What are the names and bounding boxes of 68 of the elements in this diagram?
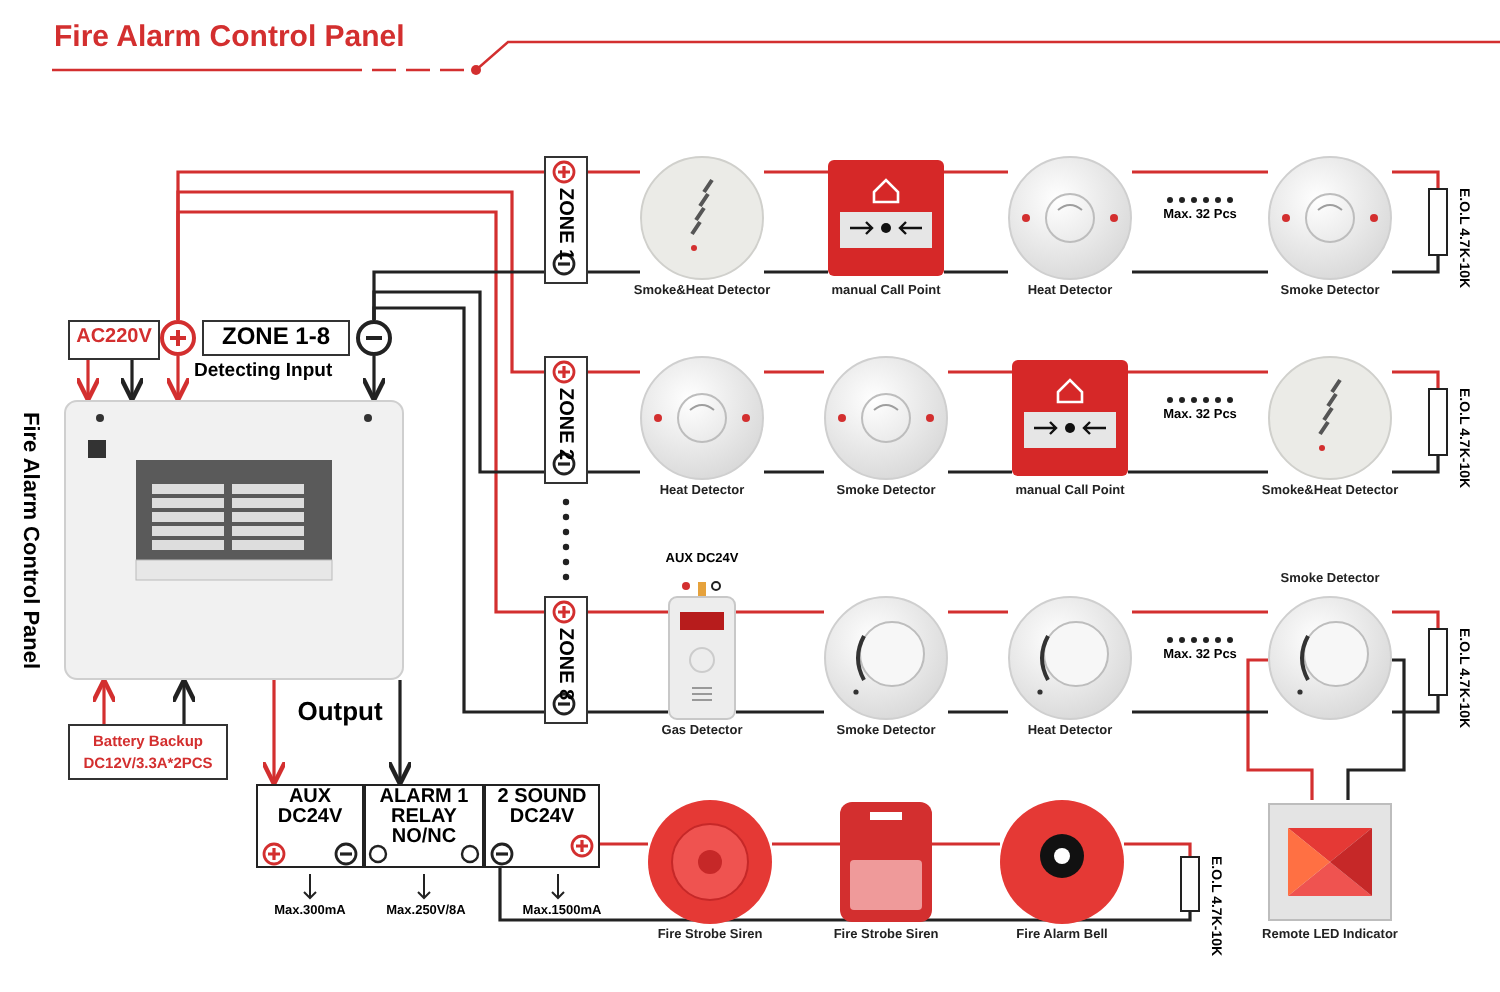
wire bbox=[176, 210, 544, 614]
wire bbox=[736, 610, 824, 614]
wire bbox=[360, 356, 388, 403]
terminal-label: 2 SOUND DC24V bbox=[495, 788, 589, 828]
wire bbox=[1132, 610, 1268, 614]
wire bbox=[764, 270, 828, 274]
input-caption: Detecting Input bbox=[194, 360, 333, 382]
wire bbox=[386, 680, 414, 787]
terminal-label: ALARM 1 RELAY NO/NC bbox=[377, 788, 471, 848]
wire bbox=[588, 370, 640, 374]
wire bbox=[164, 356, 192, 403]
wire bbox=[1246, 658, 1314, 800]
wire bbox=[588, 710, 668, 714]
wire bbox=[1346, 658, 1406, 800]
wire bbox=[1392, 696, 1440, 714]
wire bbox=[600, 842, 648, 846]
wire bbox=[1392, 170, 1440, 188]
zone-terminal bbox=[544, 156, 588, 284]
wire bbox=[932, 842, 1000, 846]
diagram-title: Fire Alarm Control Panel bbox=[54, 20, 405, 54]
wire bbox=[118, 360, 146, 403]
wire bbox=[772, 842, 840, 846]
wire bbox=[944, 170, 1008, 174]
wire bbox=[90, 677, 118, 724]
terminal-label: AUX DC24V bbox=[275, 788, 345, 828]
wire bbox=[764, 470, 824, 474]
wire bbox=[260, 680, 288, 787]
terminal-block bbox=[484, 784, 600, 868]
wire bbox=[1132, 170, 1268, 174]
wire bbox=[948, 370, 1012, 374]
zone-terminal bbox=[544, 596, 588, 724]
wire bbox=[1124, 842, 1192, 856]
wire bbox=[1392, 456, 1440, 474]
wire bbox=[170, 677, 198, 724]
wire bbox=[74, 360, 102, 403]
wire bbox=[736, 710, 824, 714]
zone-terminal bbox=[544, 356, 588, 484]
wire bbox=[1128, 470, 1268, 474]
plus-terminal-symbol bbox=[160, 320, 196, 356]
section-label: Output bbox=[295, 696, 385, 726]
wire bbox=[588, 610, 668, 614]
wire bbox=[1392, 610, 1440, 628]
wire bbox=[944, 270, 1008, 274]
zone-label: ZONE 8 bbox=[552, 628, 578, 701]
terminal-block bbox=[256, 784, 364, 868]
wire bbox=[1392, 256, 1440, 274]
wire bbox=[1132, 710, 1268, 714]
wire bbox=[1392, 370, 1440, 388]
wire bbox=[588, 270, 640, 274]
wire bbox=[948, 470, 1012, 474]
wire bbox=[588, 470, 640, 474]
wire bbox=[1128, 370, 1268, 374]
zone-label: ZONE 2 bbox=[552, 388, 578, 461]
wire bbox=[764, 370, 824, 374]
wire bbox=[948, 610, 1008, 614]
panel-heading: Fire Alarm Control Panel bbox=[16, 409, 44, 673]
supply-tag: AC220V bbox=[68, 320, 160, 360]
wire bbox=[372, 290, 544, 474]
zone-label: ZONE 1 bbox=[552, 188, 578, 261]
wire bbox=[764, 170, 828, 174]
minus-terminal-symbol bbox=[356, 320, 392, 356]
wire bbox=[588, 170, 640, 174]
wire bbox=[176, 190, 544, 374]
wire bbox=[1132, 270, 1268, 274]
input-label: ZONE 1-8 bbox=[202, 320, 350, 356]
wire bbox=[948, 710, 1008, 714]
wire bbox=[372, 306, 544, 714]
terminal-block bbox=[364, 784, 484, 868]
